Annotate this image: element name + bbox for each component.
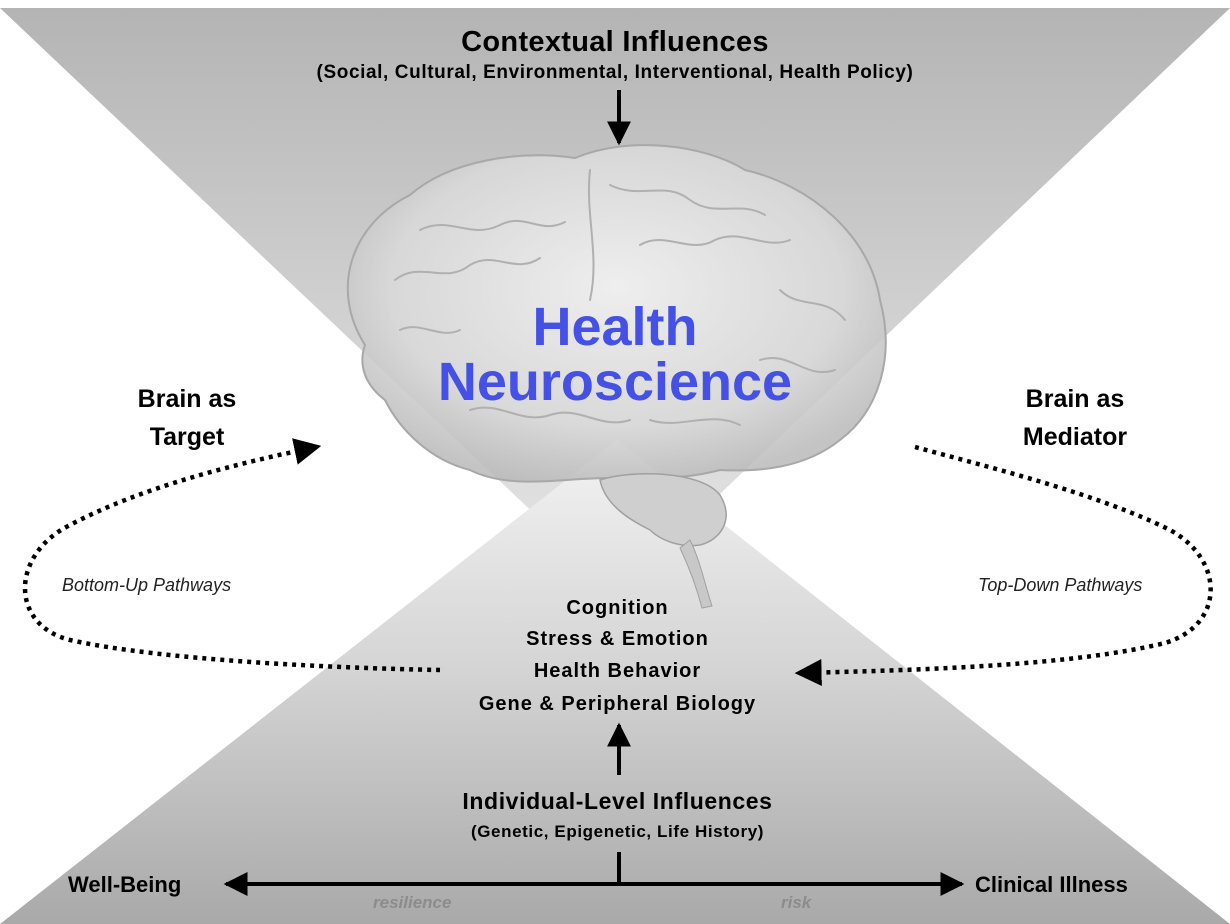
axis-right-sublabel: risk	[781, 893, 812, 912]
top-down-loop	[794, 444, 1213, 686]
right-side-title: Brain as Mediator	[945, 380, 1205, 456]
axis-right-label: Clinical Illness	[975, 872, 1128, 897]
axis-left-sublabel: resilience	[373, 893, 452, 912]
bottom-funnel	[0, 440, 1230, 924]
bottom-up-label: Bottom-Up Pathways	[62, 575, 232, 595]
left-side-line1: Brain as	[137, 385, 237, 413]
top-down-label: Top-Down Pathways	[978, 575, 1143, 595]
mediator-item: Cognition	[566, 597, 669, 619]
brain-illustration	[346, 144, 887, 609]
individual-title: Individual-Level Influences	[462, 788, 773, 814]
right-side-line2: Mediator	[1022, 423, 1128, 451]
left-side-line2: Target	[149, 423, 225, 451]
contextual-title: Contextual Influences	[461, 26, 769, 58]
axis-left-label: Well-Being	[68, 872, 182, 897]
mediator-item: Health Behavior	[533, 660, 702, 682]
center-title-line2: Neuroscience	[437, 352, 793, 412]
mediator-item: Gene & Peripheral Biology	[478, 693, 757, 715]
right-side-line1: Brain as	[1025, 385, 1125, 413]
left-side-title: Brain as Target	[57, 380, 317, 456]
individual-subtitle: (Genetic, Epigenetic, Life History)	[470, 822, 765, 841]
contextual-subtitle: (Social, Cultural, Environmental, Interv…	[316, 62, 914, 83]
center-title-line1: Health	[532, 297, 698, 357]
bottom-up-loop	[22, 438, 441, 673]
mediator-item: Stress & Emotion	[526, 628, 709, 650]
